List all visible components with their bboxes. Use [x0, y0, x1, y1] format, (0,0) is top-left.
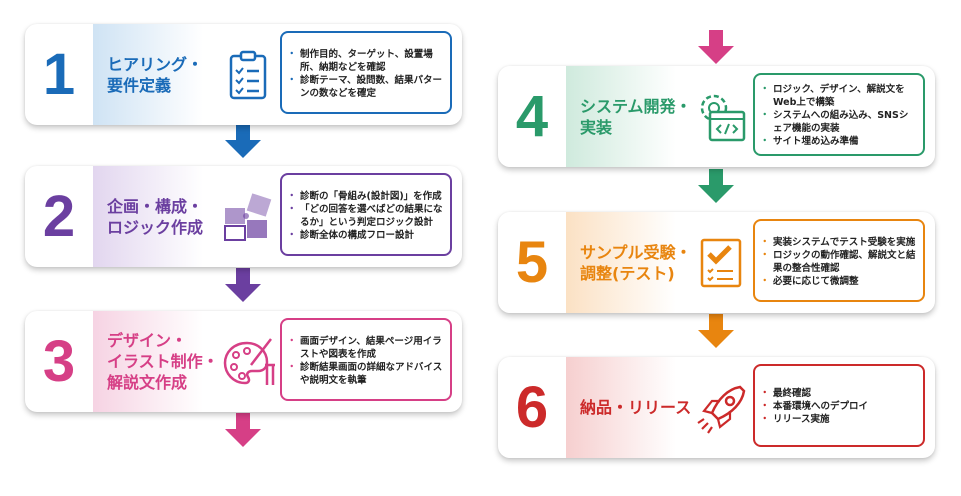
title-gradient-band: [566, 357, 676, 458]
step-title-line: 要件定義: [107, 75, 172, 95]
down-arrow-icon: [223, 268, 263, 304]
checkbox-list-icon: [694, 236, 748, 290]
step-title: デザイン・イラスト制作・解説文作成: [107, 311, 219, 412]
title-gradient-band: [566, 212, 676, 313]
step-details-box: 最終確認本番環境へのデプロイリリース実施: [753, 364, 925, 447]
bullet-item: 必要に応じて微調整: [760, 275, 917, 288]
down-arrow-icon: [223, 124, 263, 160]
bullet-item: 「どの回答を選べばどの結果になるか」という判定ロジック設計: [287, 203, 444, 229]
step-title-line: サンプル受験・: [580, 242, 692, 262]
step-title-line: 企画・構成・: [107, 196, 204, 216]
bullet-item: 制作目的、ターゲット、設置場所、納期などを確認: [287, 48, 444, 74]
step-title-line: 実装: [580, 117, 613, 137]
step-title: 納品・リリース: [580, 357, 691, 458]
bullet-item: 診断結果画面の詳細なアドバイスや説明文を執筆: [287, 361, 444, 387]
bullet-item: 実装システムでテスト受験を実施: [760, 236, 917, 249]
step-details-box: 診断の「骨組み(設計図)」を作成「どの回答を選べばどの結果になるか」という判定ロ…: [280, 173, 452, 256]
step-title-line: イラスト制作・: [107, 352, 219, 371]
step-title-line: 解説文作成: [107, 373, 188, 392]
rocket-icon: [694, 381, 748, 435]
title-gradient-band: [93, 166, 203, 267]
step-card-4: 4システム開発・実装ロジック、デザイン、解説文をWeb上で構築システムへの組み込…: [498, 66, 935, 167]
step-card-1: 1ヒアリング・要件定義制作目的、ターゲット、設置場所、納期などを確認診断テーマ、…: [25, 24, 462, 125]
down-arrow-icon: [223, 413, 263, 449]
step-card-6: 6 納品・リリース 最終確認本番環境へのデプロイリリース実施: [498, 357, 935, 458]
bullet-item: 本番環境へのデプロイ: [760, 400, 917, 413]
title-gradient-band: [93, 24, 203, 125]
bullet-item: システムへの組み込み、SNSシェア機能の実装: [760, 109, 917, 135]
title-gradient-band: [566, 66, 676, 167]
puzzle-icon: [221, 190, 275, 244]
step-title: システム開発・実装: [580, 66, 692, 167]
step-card-3: 3デザイン・イラスト制作・解説文作成画面デザイン、結果ページ用イラストや図表を作…: [25, 311, 462, 412]
step-card-2: 2企画・構成・ロジック作成診断の「骨組み(設計図)」を作成「どの回答を選べばどの…: [25, 166, 462, 267]
bullet-item: 診断テーマ、設問数、結果パターンの数などを確定: [287, 74, 444, 100]
bullet-item: ロジックの動作確認、解説文と結果の整合性確認: [760, 249, 917, 275]
step-title: ヒアリング・要件定義: [107, 24, 203, 125]
step-title-line: デザイン・: [107, 331, 188, 350]
bullet-item: 診断全体の構成フロー設計: [287, 229, 444, 242]
step-title: サンプル受験・調整(テスト): [580, 212, 692, 313]
step-details-box: 画面デザイン、結果ページ用イラストや図表を作成診断結果画面の詳細なアドバイスや説…: [280, 318, 452, 401]
step-title-line: 調整(テスト): [580, 263, 675, 283]
step-title-line: ロジック作成: [107, 217, 204, 237]
gear-code-icon: [694, 90, 748, 144]
bullet-item: サイト埋め込み準備: [760, 135, 917, 148]
step-number: 4: [515, 84, 549, 149]
step-title-line: システム開発・: [580, 96, 692, 116]
step-number: 5: [515, 230, 549, 295]
clipboard-checklist-icon: [221, 48, 275, 102]
step-details-box: 制作目的、ターゲット、設置場所、納期などを確認診断テーマ、設問数、結果パターンの…: [280, 31, 452, 114]
title-gradient-band: [93, 311, 203, 412]
bullet-item: 最終確認: [760, 387, 917, 400]
step-title-line: 納品・リリース: [580, 398, 692, 417]
step-number: 1: [42, 42, 76, 107]
bullet-item: ロジック、デザイン、解説文をWeb上で構築: [760, 83, 917, 109]
palette-brush-icon: [221, 335, 275, 389]
step-title: 企画・構成・ロジック作成: [107, 166, 203, 267]
down-arrow-icon: [696, 30, 736, 66]
step-title-line: ヒアリング・: [107, 54, 204, 74]
bullet-item: 診断の「骨組み(設計図)」を作成: [287, 190, 444, 203]
step-details-box: ロジック、デザイン、解説文をWeb上で構築システムへの組み込み、SNSシェア機能…: [753, 73, 925, 156]
step-number: 2: [42, 184, 76, 249]
down-arrow-icon: [696, 169, 736, 205]
down-arrow-icon: [696, 314, 736, 350]
step-card-5: 5 サンプル受験・調整(テスト) 実装システムでテスト受験を実施ロジックの動作確認、…: [498, 212, 935, 313]
step-number: 3: [42, 329, 76, 394]
step-details-box: 実装システムでテスト受験を実施ロジックの動作確認、解説文と結果の整合性確認必要に…: [753, 219, 925, 302]
bullet-item: 画面デザイン、結果ページ用イラストや図表を作成: [287, 335, 444, 361]
bullet-item: リリース実施: [760, 413, 917, 426]
step-number: 6: [515, 375, 549, 440]
